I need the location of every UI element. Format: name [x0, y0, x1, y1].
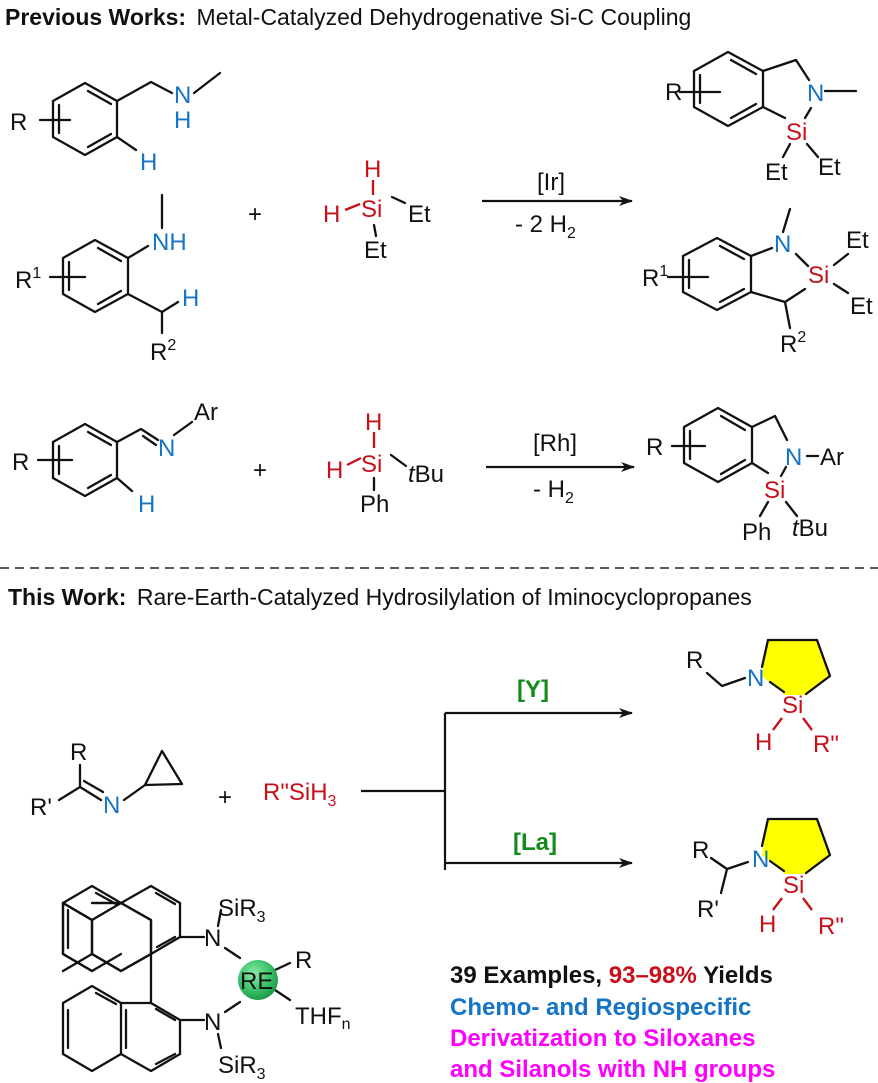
catalyst-ir-label: [Ir]: [537, 169, 565, 196]
silane-reagent-label: R"SiH3: [263, 779, 337, 810]
silicon-label: Si: [361, 196, 382, 223]
nitrogen-label: N: [747, 665, 764, 692]
tbu-label: tBu: [792, 515, 828, 542]
r2-group-label: R2: [780, 329, 806, 358]
nitrogen-label: N: [204, 1009, 221, 1036]
rare-earth-label: RE: [240, 968, 273, 995]
silicon-label: Si: [764, 477, 785, 504]
silane-h-top: H: [365, 409, 382, 436]
nitrogen-label: N: [158, 435, 175, 462]
nitrogen-label: N: [752, 846, 769, 873]
highlight-ring: [762, 819, 830, 874]
aryl-h-label: H: [140, 149, 157, 176]
plus-sign: +: [248, 201, 262, 228]
diethylsilane: H H Si Et Et: [323, 156, 431, 264]
silicon-h-label: H: [755, 729, 772, 756]
benzylic-h-label: H: [182, 285, 199, 312]
this-work-label: This Work:: [8, 584, 126, 610]
ethyl-label: Et: [818, 154, 841, 181]
r-group-label: R: [692, 837, 709, 864]
silicon-label: Si: [361, 451, 382, 478]
substrate-iminocyclopropane: R R' N: [30, 739, 184, 821]
nitrogen-label: N: [807, 80, 824, 107]
substrate-aldimine: R N Ar H: [12, 399, 218, 518]
byproduct-label: - 2 H2: [515, 211, 576, 242]
r-group-label: R: [70, 739, 87, 766]
catalyst-rh-label: [Rh]: [533, 430, 577, 457]
product-azasilaindane: R1 N Si Et Et R2: [642, 207, 873, 358]
silicon-label: Si: [808, 262, 829, 289]
silicon-label: Si: [786, 119, 807, 146]
ethyl-label: Et: [408, 201, 431, 228]
aryl-label: Ar: [820, 444, 844, 471]
ethyl-label: Et: [846, 227, 869, 254]
catalyst-lanthanum-label: [La]: [513, 829, 557, 856]
tbu-phenylsilane: H H Si tBu Ph: [326, 409, 444, 518]
r1-group-label: R1: [642, 263, 668, 292]
thf-label: THFn: [295, 1003, 351, 1033]
previous-works-subtitle: Metal-Catalyzed Dehydrogenative Si-C Cou…: [197, 4, 692, 30]
aryl-h-label: H: [138, 491, 155, 518]
silane-h-left: H: [323, 201, 340, 228]
r2-group-label: R2: [150, 337, 176, 366]
silane-h-left: H: [326, 457, 343, 484]
nitrogen-label: N: [103, 792, 120, 819]
highlights: 39 Examples, 93–98% Yields Chemo- and Re…: [450, 962, 775, 1083]
r-group-label: R: [686, 647, 703, 674]
phenyl-label: Ph: [360, 491, 389, 518]
substrate-aniline: R1 NH H R2: [15, 193, 199, 366]
r-group-label: R: [10, 109, 27, 136]
branching-arrows: [Y] [La]: [361, 676, 633, 870]
r-group-label: R: [12, 449, 29, 476]
amine-h-label: H: [174, 107, 191, 134]
this-work-title: This Work: Rare-Earth-Catalyzed Hydrosil…: [8, 584, 752, 610]
phenyl-label: Ph: [742, 519, 771, 546]
alkyl-r-label: R: [295, 947, 312, 974]
nitrogen-label: N: [774, 231, 791, 258]
silyl-top-label: SiR3: [218, 895, 266, 926]
previous-works-label: Previous Works:: [5, 4, 186, 30]
nitrogen-label: N: [174, 82, 191, 109]
product-benzazasilole: R N Si Et Et: [665, 50, 858, 186]
silane-h-top: H: [364, 156, 381, 183]
reaction-arrow-ir: [Ir] - 2 H2: [482, 169, 633, 242]
catalyst-yttrium-label: [Y]: [517, 676, 549, 703]
r-prime-label: R': [697, 896, 719, 923]
product-bottom-azasilolidine: R R' N Si H R": [692, 817, 844, 940]
reaction-arrow-rh: [Rh] - H2: [486, 430, 635, 507]
substrate-benzylamine: R N H H: [10, 71, 222, 176]
nitrogen-label: N: [785, 444, 802, 471]
r-group-label: R: [646, 434, 663, 461]
r-prime-label: R': [30, 794, 52, 821]
byproduct-label: - H2: [533, 476, 574, 507]
product-benzazasilole-ar: R N Ar Si Ph tBu: [646, 406, 844, 546]
r-group-label: R: [665, 79, 682, 106]
silyl-bottom-label: SiR3: [218, 1052, 266, 1083]
plus-sign: +: [218, 784, 232, 811]
ethyl-label: Et: [850, 293, 873, 320]
silicon-label: Si: [783, 872, 804, 899]
nh-label: NH: [152, 229, 187, 256]
r-double-prime-label: R": [813, 731, 839, 758]
ethyl-label: Et: [364, 237, 387, 264]
highlight-examples: 39 Examples, 93–98% Yields: [450, 962, 773, 989]
ethyl-label: Et: [765, 159, 788, 186]
rare-earth-metal-sphere: [238, 960, 278, 1000]
r1-group-label: R1: [15, 265, 41, 294]
previous-works-title: Previous Works: Metal-Catalyzed Dehydrog…: [5, 4, 691, 30]
this-work-subtitle: Rare-Earth-Catalyzed Hydrosilylation of …: [137, 584, 752, 610]
nitrogen-label: N: [204, 925, 221, 952]
aryl-label: Ar: [194, 399, 218, 426]
highlight-derivatization: Derivatization to Siloxanes: [450, 1025, 755, 1052]
highlight-silanols: and Silanols with NH groups: [450, 1056, 775, 1083]
highlight-chemoselectivity: Chemo- and Regiospecific: [450, 994, 751, 1021]
product-top-azasilolidine: R N Si H R": [686, 638, 839, 758]
silicon-h-label: H: [759, 911, 776, 938]
silicon-label: Si: [782, 692, 803, 719]
rare-earth-catalyst-complex: SiR3 SiR3 N N RE R THFn: [61, 884, 351, 1083]
tbu-label: tBu: [408, 461, 444, 488]
highlight-ring: [762, 640, 830, 695]
plus-sign: +: [253, 457, 267, 484]
r-double-prime-label: R": [818, 913, 844, 940]
